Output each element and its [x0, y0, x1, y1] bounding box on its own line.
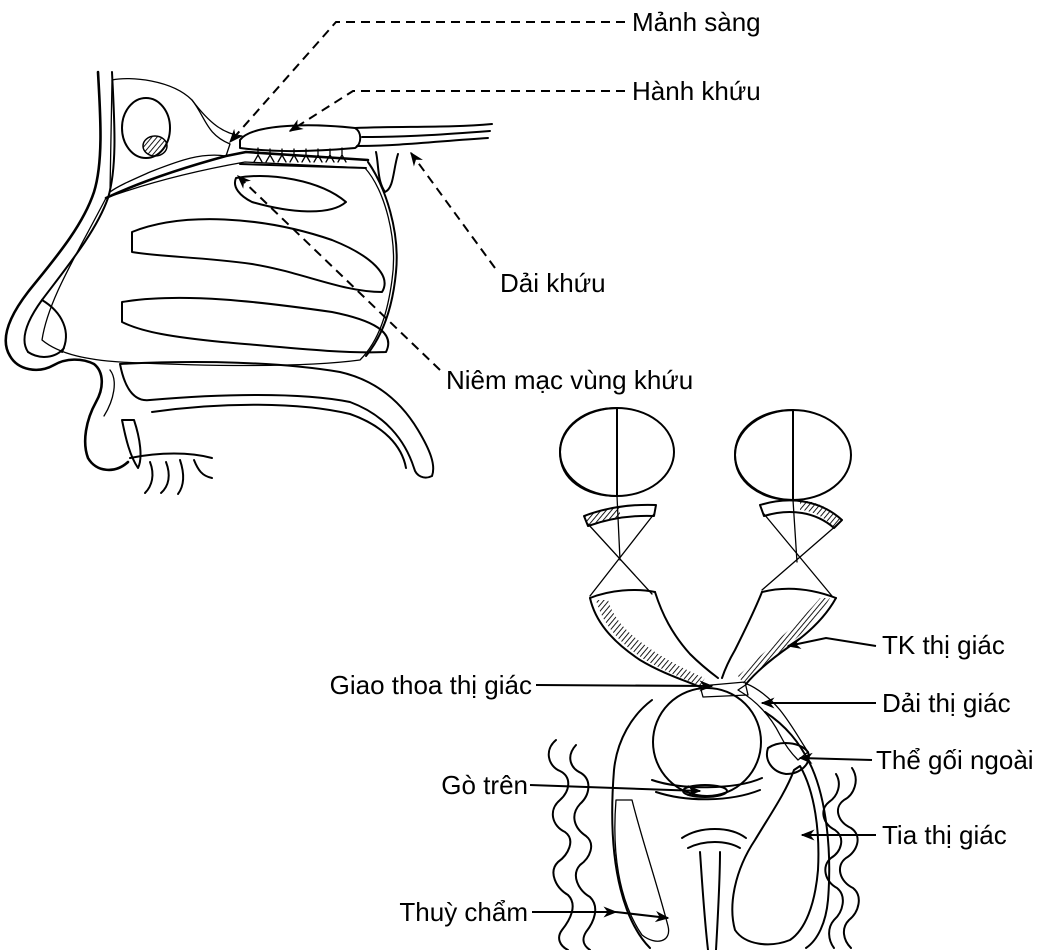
nasal-cavity-illustration [6, 72, 492, 494]
olfactory-tract-hanging-part [376, 152, 398, 192]
incisor-tooth [122, 420, 141, 468]
teeth-row [130, 454, 212, 495]
left-optic-nerve-hatch [596, 600, 705, 686]
right-cortex-outline [838, 768, 859, 948]
leader-olfactory-tract [411, 153, 495, 268]
visual-pathway-illustration [549, 408, 859, 950]
right-ray-crossing [762, 514, 838, 596]
anterior-cranial-fossa [192, 100, 242, 136]
leader-lateral-geniculate [800, 758, 872, 760]
olfactory-tract-lines [355, 124, 492, 146]
label-superior-colliculus: Gò trên [441, 770, 528, 800]
medial-fissure [700, 852, 720, 950]
left-nerve-head [590, 590, 655, 598]
olfactory-bulb [240, 125, 360, 151]
midbrain-circle [653, 688, 761, 796]
label-olfactory-mucosa: Niêm mạc vùng khứu [446, 365, 693, 395]
leader-optic-chiasm [536, 685, 712, 686]
label-lateral-geniculate-body: Thể gối ngoài [876, 745, 1034, 775]
olfactory-labels: Mảnh sàng Hành khứu Dải khứu Niêm mạc vù… [446, 7, 761, 395]
oral-cavity-roof [152, 405, 406, 468]
nostril-ala [28, 300, 66, 357]
hard-and-soft-palate [120, 362, 433, 478]
right-cortex-inner-outline [823, 774, 843, 948]
label-optic-nerve: TK thị giác [882, 630, 1005, 660]
left-eye-hatched-half [560, 408, 617, 496]
label-optic-radiation: Tia thị giác [882, 820, 1007, 850]
right-eye-hatched-half [735, 410, 793, 500]
superior-turbinate [235, 176, 346, 211]
optic-chiasm-shape [700, 682, 748, 697]
olfactory-leaders [230, 22, 625, 370]
left-ray-crossing [588, 514, 654, 596]
optic-radiation-region [732, 766, 818, 944]
leader-occipital-lobe-b [616, 912, 668, 918]
central-commissure-arc [682, 829, 746, 848]
frontal-sinus-shadow [143, 136, 167, 156]
inferior-turbinate [122, 298, 388, 352]
right-hemisphere-medial-contour [765, 712, 829, 948]
label-optic-chiasm: Giao thoa thị giác [330, 670, 532, 700]
visual-axis-lines [617, 496, 797, 562]
label-olfactory-tract: Dải khứu [500, 268, 606, 298]
left-cortex-outline [549, 740, 573, 950]
right-nerve-head [762, 589, 836, 598]
label-optic-tract: Dải thị giác [882, 688, 1011, 718]
label-olfactory-bulb: Hành khứu [632, 76, 761, 106]
nasopharynx-wall [366, 162, 397, 356]
occipital-lobe-region [615, 800, 669, 941]
label-occipital-lobe: Thuỳ chẩm [399, 897, 528, 927]
upper-lip-inner [104, 370, 114, 416]
leader-optic-nerve [788, 638, 876, 646]
label-cribriform-plate: Mảnh sàng [632, 7, 761, 37]
leader-cribriform-plate [230, 22, 625, 142]
left-cortex-inner-outline [570, 745, 595, 950]
left-hemisphere-medial-contour [612, 700, 652, 948]
leader-olfactory-mucosa [238, 176, 440, 370]
